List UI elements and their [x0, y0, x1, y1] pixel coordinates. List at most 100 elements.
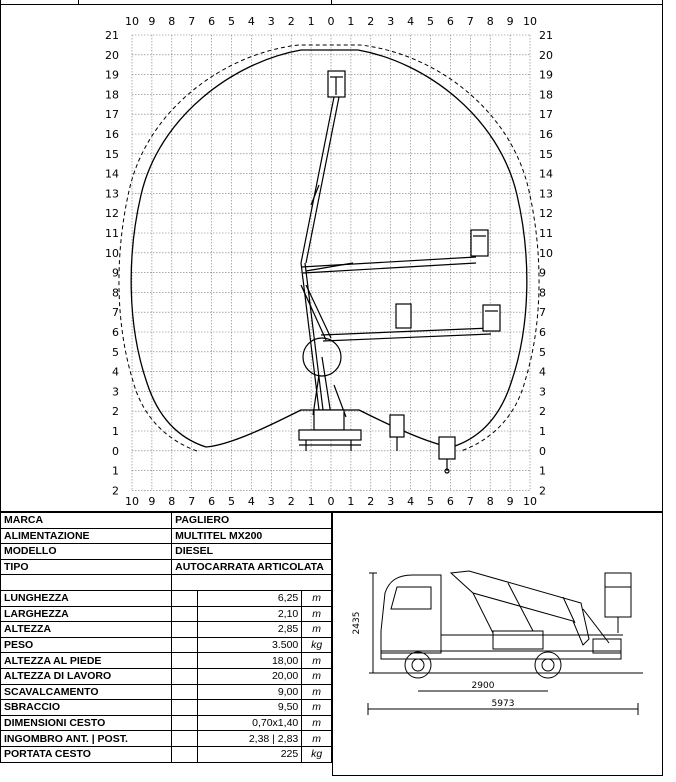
y-tick-label-left: 11: [105, 227, 119, 240]
y-tick-label-left: 10: [105, 247, 119, 260]
spec-value: 2,85: [196, 621, 303, 638]
spec-unit: kg: [301, 745, 332, 763]
y-tick-label-left: 20: [105, 49, 119, 62]
spec-blank-cell: [171, 636, 198, 654]
y-tick-label-left: 21: [105, 29, 119, 42]
x-tick-label-bottom: 9: [507, 495, 514, 508]
y-tick-label-right: 5: [539, 346, 546, 359]
y-tick-label-right: 2: [539, 405, 546, 418]
x-tick-label-bottom: 10: [523, 495, 537, 508]
y-tick-label-left: 3: [112, 385, 119, 398]
y-tick-label-right: 19: [539, 69, 553, 82]
x-tick-label-top: 9: [148, 15, 155, 28]
y-tick-label-right: 15: [539, 148, 553, 161]
spec-blank-cell: [171, 652, 198, 669]
spec-blank-cell: [171, 667, 198, 685]
y-tick-label-right: 4: [539, 366, 546, 379]
y-tick-label-right: 13: [539, 187, 553, 200]
y-tick-label-left: 1: [112, 465, 119, 478]
y-tick-label-right: 0: [539, 445, 546, 458]
x-tick-label-top: 3: [387, 15, 394, 28]
general-value: AUTOCARRATA ARTICOLATA: [171, 558, 332, 576]
x-tick-label-top: 8: [168, 15, 175, 28]
spec-value: 2,38 | 2,83: [196, 730, 303, 747]
spec-blank-cell: [171, 730, 198, 747]
x-tick-label-bottom: 9: [148, 495, 155, 508]
top-border-strip: [0, 0, 676, 5]
y-tick-label-left: 2: [112, 405, 119, 418]
y-tick-label-left: 13: [105, 187, 119, 200]
x-tick-label-top: 7: [467, 15, 474, 28]
spec-label: SCAVALCAMENTO: [0, 683, 173, 701]
x-tick-label-top: 6: [447, 15, 454, 28]
x-tick-label-bottom: 7: [188, 495, 195, 508]
y-tick-label-right: 14: [539, 168, 553, 181]
x-tick-label-top: 7: [188, 15, 195, 28]
y-tick-label-right: 10: [539, 247, 553, 260]
x-tick-label-bottom: 4: [248, 495, 255, 508]
spec-value: 6,25: [196, 589, 303, 607]
x-tick-label-top: 6: [208, 15, 215, 28]
y-tick-label-left: 8: [112, 286, 119, 299]
spec-value: 2,10: [196, 605, 303, 623]
outer-envelope-dashed: [118, 44, 540, 452]
spec-label: ALTEZZA: [0, 621, 173, 638]
spec-label: PESO: [0, 636, 173, 654]
grid: [131, 34, 531, 491]
x-tick-label-top: 8: [487, 15, 494, 28]
truck-side-view: 2435 2900 5973: [352, 570, 643, 715]
y-tick-label-right: 3: [539, 385, 546, 398]
spec-unit: m: [301, 605, 332, 623]
spec-unit: m: [301, 652, 332, 669]
spec-label: DIMENSIONI CESTO: [0, 714, 173, 732]
boom-mid: [300, 229, 489, 274]
x-tick-label-top: 10: [523, 15, 537, 28]
truck-height-label: 2435: [352, 612, 362, 635]
spec-label: LUNGHEZZA: [0, 589, 173, 607]
x-tick-label-bottom: 2: [367, 495, 374, 508]
x-tick-label-top: 10: [125, 15, 139, 28]
x-tick-label-top: 3: [268, 15, 275, 28]
working-range-diagram: 1010998877665544332211001122334455667788…: [105, 15, 553, 508]
spec-unit: m: [301, 714, 332, 732]
axis-labels: 1010998877665544332211001122334455667788…: [105, 15, 553, 508]
y-tick-label-right: 17: [539, 108, 553, 121]
y-tick-label-left: 14: [105, 168, 119, 181]
spec-value: 20,00: [196, 667, 303, 685]
x-tick-label-bottom: 6: [208, 495, 215, 508]
x-tick-label-bottom: 1: [308, 495, 315, 508]
spec-label: PORTATA CESTO: [0, 745, 173, 763]
spec-blank-cell: [171, 699, 198, 716]
x-tick-label-top: 4: [407, 15, 414, 28]
turret-base: [298, 337, 362, 451]
spec-label: INGOMBRO ANT. | POST.: [0, 730, 173, 747]
general-value: DIESEL: [171, 543, 332, 560]
y-tick-label-right: 1: [539, 425, 546, 438]
underbridge-baskets: [389, 414, 456, 474]
spec-blank-cell: [171, 745, 198, 763]
working-envelope: [130, 49, 528, 448]
spec-label: LARGHEZZA: [0, 605, 173, 623]
spacer-row: [0, 574, 332, 591]
x-tick-label-bottom: 8: [168, 495, 175, 508]
y-tick-label-left: 5: [112, 346, 119, 359]
spec-value: 18,00: [196, 652, 303, 669]
y-tick-label-left: 12: [105, 207, 119, 220]
y-tick-label-right: 21: [539, 29, 553, 42]
y-tick-label-right: 20: [539, 49, 553, 62]
x-tick-label-top: 1: [308, 15, 315, 28]
spec-blank-cell: [171, 589, 198, 607]
truck-side-view-panel: 2435 2900 5973: [332, 512, 663, 776]
